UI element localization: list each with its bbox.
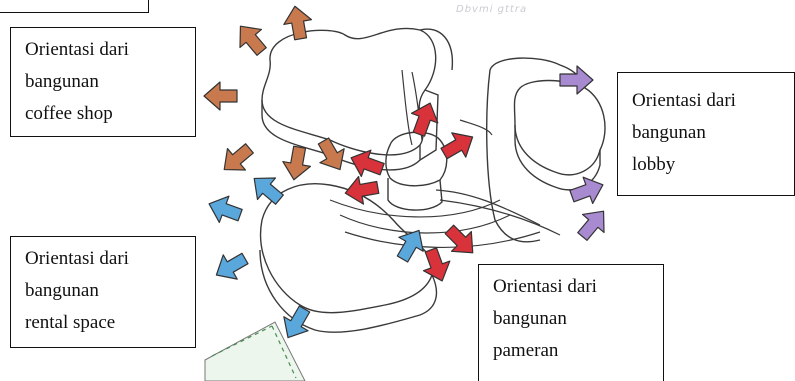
lobby-arrow-2 <box>567 172 608 210</box>
rental-arrow-5 <box>390 223 431 266</box>
label-line: bangunan <box>632 117 784 149</box>
label-lobby: Orientasi dari bangunan lobby <box>617 72 795 196</box>
label-line: Orientasi dari <box>25 34 185 66</box>
label-line: Orientasi dari <box>493 271 653 303</box>
coffee-shop-building <box>262 28 452 169</box>
rental-space-arrows <box>204 168 431 345</box>
coffee-arrow-2 <box>281 4 314 41</box>
label-coffee-shop: Orientasi dari bangunan coffee shop <box>10 27 196 137</box>
lobby-arrows <box>560 66 614 245</box>
lobby-arrow-3 <box>572 202 615 245</box>
pameran-arrow-5 <box>439 219 482 262</box>
cropped-label-box <box>0 0 149 13</box>
rental-arrow-3 <box>209 246 252 287</box>
label-line: Orientasi dari <box>25 243 185 275</box>
label-line: lobby <box>632 149 784 181</box>
label-line: bangunan <box>25 66 185 98</box>
label-rental-space: Orientasi dari bangunan rental space <box>10 236 196 348</box>
label-line: rental space <box>25 307 185 339</box>
label-line: bangunan <box>25 275 185 307</box>
coffee-arrow-1 <box>230 17 273 60</box>
pameran-arrows <box>343 98 483 285</box>
coffee-arrow-5 <box>280 145 313 182</box>
label-line: Orientasi dari <box>632 85 784 117</box>
handwritten-note: Dbvmi gttra <box>456 4 527 15</box>
pameran-building <box>386 132 447 210</box>
rental-arrow-1 <box>245 168 288 211</box>
rental-arrow-2 <box>204 191 245 229</box>
pameran-arrow-4 <box>343 174 380 207</box>
label-line: pameran <box>493 335 653 367</box>
label-line: bangunan <box>493 303 653 335</box>
coffee-arrow-4 <box>215 138 258 181</box>
coffee-arrow-3 <box>204 82 237 110</box>
label-line: coffee shop <box>25 98 185 130</box>
label-pameran: Orientasi dari bangunan pameran <box>478 264 664 381</box>
